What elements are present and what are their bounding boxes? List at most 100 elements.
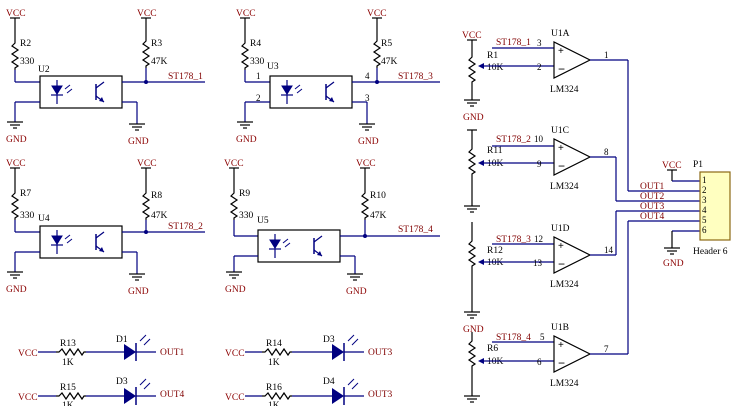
vcc-label: VCC <box>225 393 245 403</box>
led-row-2-left: VCC R15 1K D3 OUT4 <box>18 377 185 406</box>
gnd-label: GND <box>358 137 379 147</box>
resistor-ref: R14 <box>266 339 282 349</box>
pin-number: 2 <box>537 62 542 72</box>
resistor-value: 330 <box>250 57 265 67</box>
vcc-label: VCC <box>236 9 256 19</box>
pin-number: 2 <box>256 93 261 103</box>
net-label: ST178_3 <box>496 235 531 245</box>
gnd-label: GND <box>128 137 149 147</box>
resistor-value: 1K <box>62 401 74 406</box>
net-label: ST178_3 <box>398 72 433 82</box>
pot-value: 10K <box>487 258 504 268</box>
vcc-label: VCC <box>225 349 245 359</box>
pin-number: 5 <box>540 332 545 342</box>
net-label: ST178_1 <box>168 72 203 82</box>
net-label: ST178_4 <box>398 225 433 235</box>
pin-number: 1 <box>702 175 707 185</box>
resistor-ref: R16 <box>266 383 282 393</box>
resistor-ref: R5 <box>381 39 392 49</box>
opto-block-u4: VCC R7 330 U4 GND VCC R8 47K ST178_2 GND <box>6 159 205 297</box>
pin-number: 3 <box>702 195 707 205</box>
vcc-label: VCC <box>137 159 157 169</box>
pot-ref: R12 <box>487 246 503 256</box>
net-label: ST178_4 <box>496 333 531 343</box>
pin-number: 9 <box>537 159 542 169</box>
opamp-unit: U1A <box>551 29 570 39</box>
resistor-value: 1K <box>268 358 280 368</box>
opamp-ic: LM324 <box>550 379 579 389</box>
diode-ref: D3 <box>323 335 335 345</box>
resistor-value: 47K <box>151 211 168 221</box>
net-label: OUT4 <box>640 212 665 222</box>
opto-block-u5: VCC R9 330 U5 GND VCC R10 47K ST178_4 GN… <box>224 159 440 297</box>
vcc-label: VCC <box>662 161 682 171</box>
gnd-label: GND <box>6 285 27 295</box>
led-row-1-right: VCC R14 1K D3 OUT3 <box>225 334 393 368</box>
net-label: ST178_2 <box>168 222 203 232</box>
gnd-label: GND <box>6 135 27 145</box>
gnd-label: GND <box>346 287 367 297</box>
gnd-label: GND <box>463 325 484 335</box>
led-row-1-left: VCC R13 1K D1 OUT1 <box>18 334 185 368</box>
vcc-label: VCC <box>137 9 157 19</box>
pin-number: 13 <box>533 258 543 268</box>
vcc-label: VCC <box>18 349 38 359</box>
gnd-label: GND <box>463 113 484 123</box>
opto-ref: U3 <box>267 62 279 72</box>
opto-ref: U5 <box>257 216 269 226</box>
pin-number: 3 <box>537 38 542 48</box>
pin-number: 12 <box>534 234 543 244</box>
gnd-label: GND <box>663 259 684 269</box>
resistor-ref: R7 <box>20 189 31 199</box>
resistor-value: 47K <box>151 57 168 67</box>
net-label: OUT2 <box>640 192 665 202</box>
resistor-ref: R9 <box>239 189 250 199</box>
vcc-label: VCC <box>6 159 26 169</box>
comparator-u1d: R12 10K GND 13 ST178_3 12 U1D LM324 14 <box>463 222 616 335</box>
pin-number: 7 <box>604 344 609 354</box>
opamp-ic: LM324 <box>550 280 579 290</box>
net-label: OUT1 <box>160 348 185 358</box>
led-row-2-right: VCC R16 1K D4 OUT3 <box>225 377 393 406</box>
pot-ref: R1 <box>487 51 498 61</box>
header-ref: P1 <box>693 160 703 170</box>
resistor-ref: R10 <box>370 191 386 201</box>
diode-ref: D3 <box>116 377 128 387</box>
pot-value: 10K <box>487 159 504 169</box>
resistor-ref: R2 <box>20 39 31 49</box>
vcc-label: VCC <box>224 159 244 169</box>
pin-number: 1 <box>604 50 609 60</box>
pin-number: 2 <box>702 185 707 195</box>
opamp-unit: U1C <box>551 126 569 136</box>
vcc-label: VCC <box>356 159 376 169</box>
header-p1: VCC GND P1 1 2 3 4 5 6 Header 6 <box>662 160 731 269</box>
pot-value: 10K <box>487 63 504 73</box>
net-label: OUT3 <box>640 202 665 212</box>
pin-number: 6 <box>537 357 542 367</box>
pin-number: 10 <box>534 134 544 144</box>
vcc-label: VCC <box>462 31 482 41</box>
resistor-value: 330 <box>20 211 35 221</box>
pin-number: 5 <box>702 215 707 225</box>
resistor-ref: R4 <box>250 39 261 49</box>
opto-ref: U2 <box>38 65 50 75</box>
comparator-u1b: R6 10K 6 ST178_4 5 U1B LM324 7 <box>463 323 628 403</box>
net-label: OUT4 <box>160 390 185 400</box>
header-name: Header 6 <box>693 247 728 257</box>
net-label: OUT1 <box>640 182 665 192</box>
resistor-ref: R13 <box>60 339 76 349</box>
opamp-ic: LM324 <box>550 182 579 192</box>
resistor-value: 1K <box>268 401 280 406</box>
comparator-u1a: VCC R1 10K GND 2 ST178_1 3 U1A LM324 1 <box>462 29 628 123</box>
diode-ref: D1 <box>116 335 128 345</box>
net-label: ST178_1 <box>496 38 531 48</box>
pin-number: 8 <box>604 147 609 157</box>
resistor-ref: R3 <box>151 39 162 49</box>
vcc-label: VCC <box>18 393 38 403</box>
opamp-unit: U1D <box>551 224 570 234</box>
pot-value: 10K <box>487 357 504 367</box>
gnd-label: GND <box>225 285 246 295</box>
pot-ref: R6 <box>487 344 498 354</box>
comparator-u1c: R11 10K 9 ST178_2 10 U1C LM324 8 <box>463 126 616 213</box>
